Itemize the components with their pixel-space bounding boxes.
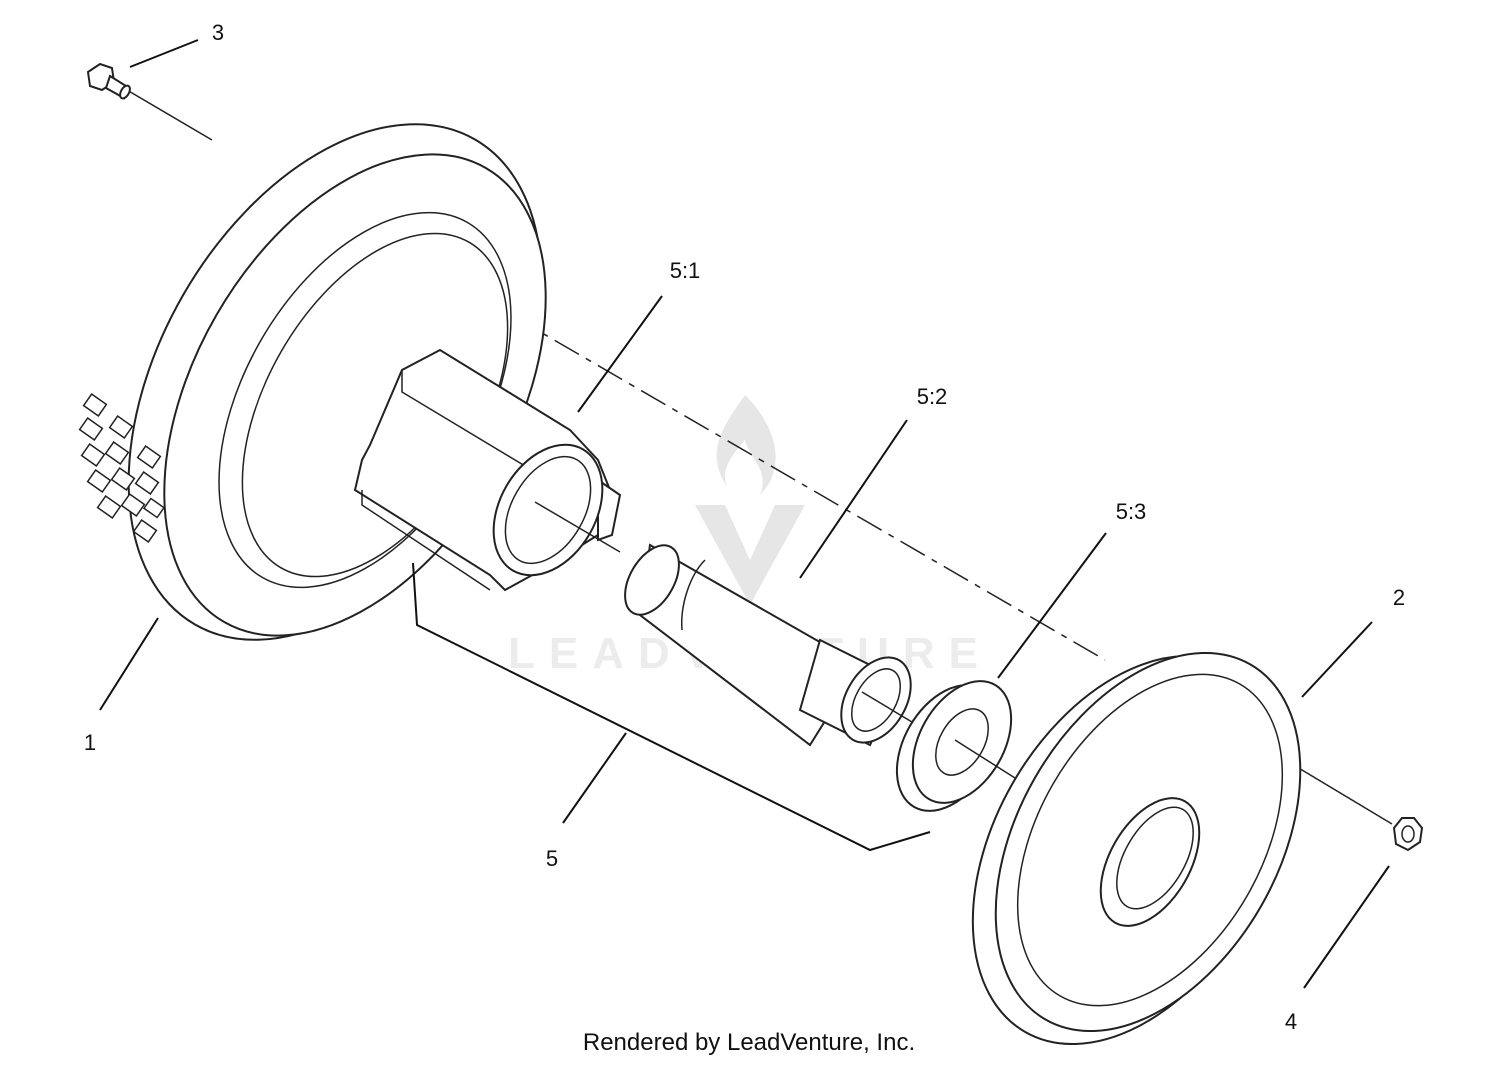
leader-2 [1301, 621, 1373, 698]
tire-part [78, 123, 547, 641]
bolt-center-line [126, 89, 213, 141]
bolt-part [86, 62, 131, 100]
callout-3: 3 [212, 20, 224, 45]
callout-4: 4 [1285, 1009, 1297, 1034]
leader-1 [99, 617, 159, 711]
callout-5-2: 5:2 [917, 384, 948, 409]
leader-5-2 [799, 419, 908, 579]
leader-5 [562, 732, 627, 824]
watermark-flame-icon [716, 395, 776, 495]
axle-dash-line [424, 264, 1106, 661]
wheel-rim-part [971, 651, 1302, 1045]
leader-5-3 [997, 532, 1107, 679]
callout-5-3: 5:3 [1116, 499, 1147, 524]
callout-2: 2 [1393, 585, 1405, 610]
leader-4 [1303, 865, 1390, 989]
spacer-part [624, 543, 913, 747]
tire-tread [78, 393, 166, 543]
washer-part [895, 680, 1016, 812]
callout-5-1: 5:1 [670, 258, 701, 283]
leader-3 [129, 39, 199, 68]
hub-part [353, 348, 622, 592]
callout-1: 1 [84, 730, 96, 755]
watermark-v-icon [695, 505, 805, 605]
footer-credit: Rendered by LeadVenture, Inc. [583, 1029, 915, 1056]
callout-5: 5 [546, 846, 558, 871]
nut-part [1392, 817, 1424, 852]
leader-5-1 [577, 295, 663, 413]
bracket-5 [412, 562, 931, 852]
